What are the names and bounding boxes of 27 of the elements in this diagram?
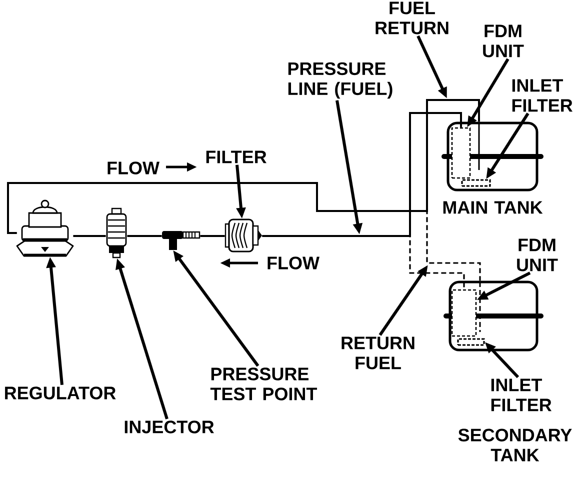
test-fitting-drawing xyxy=(162,231,200,250)
fuel-line xyxy=(127,235,162,237)
callout-label: PRESSURE LINE (FUEL) xyxy=(288,62,392,99)
fuel-line xyxy=(200,235,225,237)
fuel-line xyxy=(73,235,106,237)
callout-label: INJECTOR xyxy=(124,420,214,434)
callout-label: FUEL RETURN xyxy=(376,2,448,34)
node-label: MAIN TANK xyxy=(443,201,543,214)
flow-label: FLOW xyxy=(268,256,320,270)
inlet-strainer xyxy=(457,338,485,346)
callout-label: RETURN FUEL xyxy=(342,336,414,370)
dashed-fuel-line xyxy=(7,182,481,281)
callout-label: INLET FILTER xyxy=(512,79,573,112)
callout-label: FILTER xyxy=(206,150,266,164)
filter-drawing xyxy=(224,218,262,252)
regulator-drawing xyxy=(16,200,74,257)
tank-caption: SECONDARY TANK xyxy=(458,428,572,462)
callout-label: INLET FILTER xyxy=(491,378,552,412)
callout-label: REGULATOR xyxy=(5,386,116,400)
dashed-fuel-line xyxy=(262,235,465,290)
fuel-tank: MAIN TANK xyxy=(442,122,544,214)
injector-drawing xyxy=(106,208,127,258)
inlet-strainer xyxy=(461,179,491,187)
flow-label: FLOW xyxy=(108,162,160,174)
callout-label: FDM UNIT xyxy=(517,238,558,272)
callout-label: FDM UNIT xyxy=(483,24,524,58)
callout-label: PRESSURE TEST POINT xyxy=(210,368,318,400)
